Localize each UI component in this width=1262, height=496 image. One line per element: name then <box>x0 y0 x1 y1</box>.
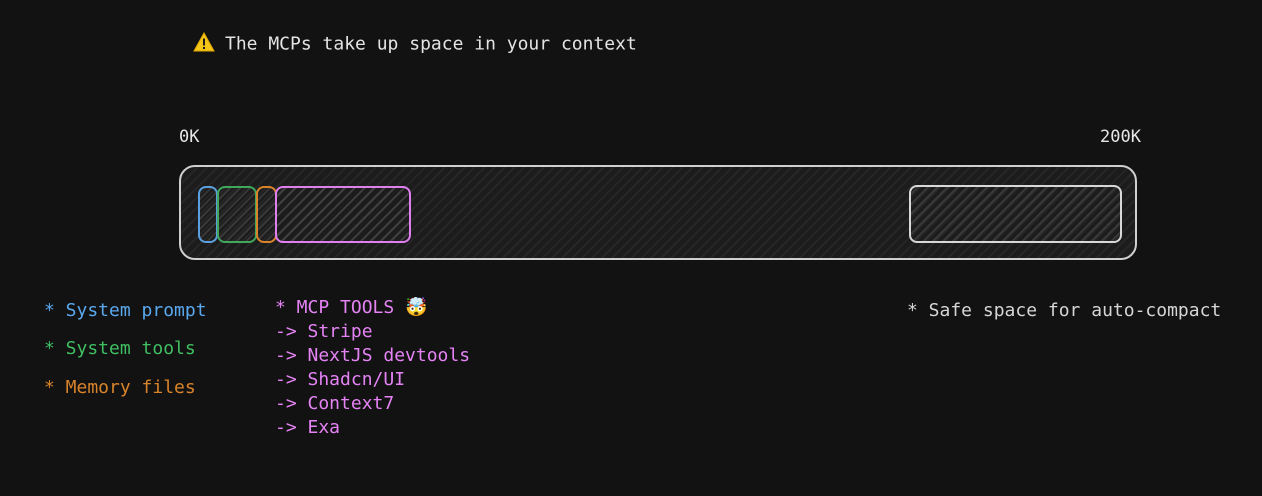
mcp-item-context7: -> Context7 <box>275 393 395 414</box>
safe-space-segment <box>909 185 1122 243</box>
mcp-item-shadcn-ui: -> Shadcn/UI <box>275 369 406 390</box>
context-bar <box>179 165 1137 260</box>
axis-max-label: 200K <box>1100 127 1141 147</box>
axis-min-label: 0K <box>179 127 200 147</box>
warning-icon <box>193 31 215 57</box>
system-tools-segment <box>217 186 257 243</box>
legend-system-tools: * System tools <box>44 338 196 359</box>
memory-files-segment <box>256 186 277 243</box>
title-text: The MCPs take up space in your context <box>225 33 637 55</box>
legend-safe-space: * Safe space for auto-compact <box>907 300 1222 321</box>
mcp-heading: * MCP TOOLS 🤯 <box>275 296 470 320</box>
mcp-tools-list: * MCP TOOLS 🤯 -> Stripe -> NextJS devtoo… <box>275 296 470 440</box>
mcp-heading-text: * MCP TOOLS <box>275 297 395 318</box>
legend-memory-files: * Memory files <box>44 377 196 398</box>
mcp-tools-segment <box>275 186 411 243</box>
system-prompt-segment <box>198 186 218 243</box>
mcp-item-exa: -> Exa <box>275 417 341 438</box>
mcp-item-nextjs-devtools: -> NextJS devtools <box>275 345 471 366</box>
mcp-item-stripe: -> Stripe <box>275 321 373 342</box>
exploding-head-icon: 🤯 <box>405 297 428 318</box>
diagram-title: The MCPs take up space in your context <box>193 31 637 57</box>
legend-system-prompt: * System prompt <box>44 300 207 321</box>
